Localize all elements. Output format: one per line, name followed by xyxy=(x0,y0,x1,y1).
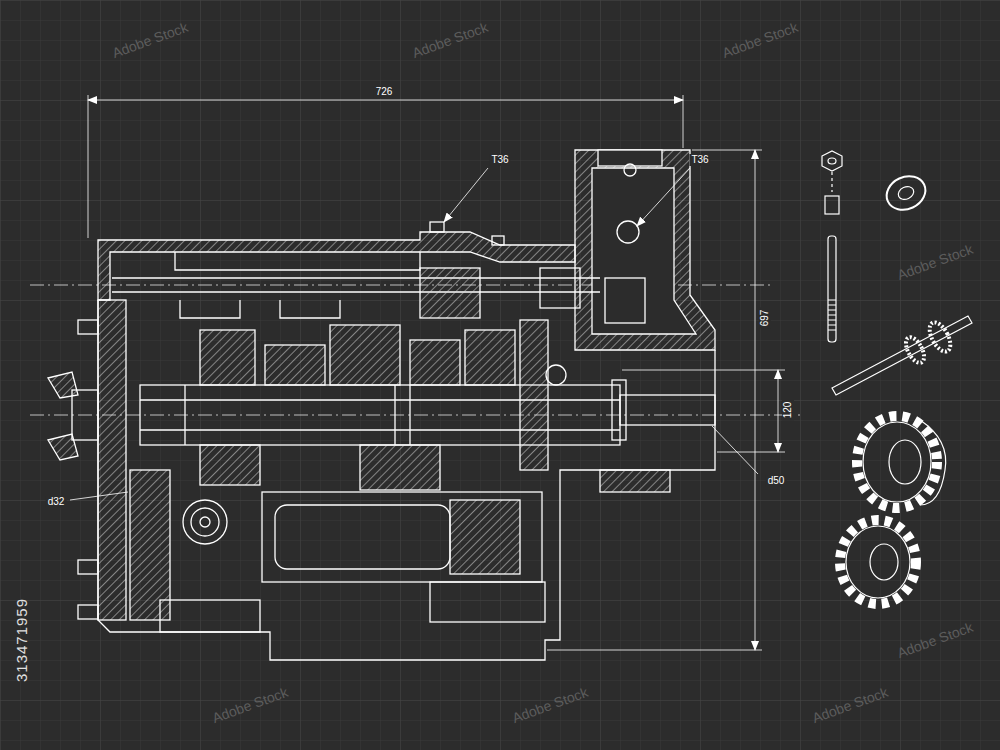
spacer xyxy=(825,196,839,214)
leader-line xyxy=(444,168,488,222)
bolt xyxy=(78,320,98,334)
gear-shaft xyxy=(832,316,972,395)
center-line xyxy=(30,415,800,416)
cover-rib xyxy=(175,252,420,270)
fork-foot xyxy=(180,300,340,318)
dimension-label: 697 xyxy=(759,308,771,329)
exploded-parts xyxy=(822,151,972,604)
bearing-ring xyxy=(546,365,566,385)
gear xyxy=(410,340,460,385)
front-wall xyxy=(98,300,126,620)
hole xyxy=(624,164,636,176)
shift-rail xyxy=(112,291,600,292)
leader-line xyxy=(712,426,758,474)
gear-teeth xyxy=(840,520,916,604)
extension-line xyxy=(683,95,684,148)
idler xyxy=(191,508,219,536)
shaft-gear xyxy=(925,319,954,355)
tower-cavity xyxy=(592,168,696,334)
thread xyxy=(828,300,836,330)
gear-teeth xyxy=(857,416,937,508)
shift-block xyxy=(605,278,645,323)
stud-bolt xyxy=(828,236,836,342)
gear xyxy=(450,500,520,574)
shift-fork xyxy=(420,268,480,318)
gear xyxy=(360,445,440,490)
dimension-label: 120 xyxy=(782,400,794,421)
bolt-head xyxy=(492,236,504,245)
output-shaft xyxy=(620,395,715,425)
shaft-line xyxy=(409,385,410,445)
shaft-line xyxy=(184,385,185,445)
hex-nut xyxy=(822,151,842,171)
shift-rail xyxy=(112,277,600,278)
bolt xyxy=(78,560,98,574)
gearbox-section xyxy=(30,150,800,660)
dimensions xyxy=(70,95,785,650)
callout-label: T36 xyxy=(689,154,710,166)
reverse-gear xyxy=(130,470,170,620)
shaft-line xyxy=(140,399,620,400)
stock-id: 313471959 xyxy=(16,596,28,684)
dimension-label: d32 xyxy=(46,496,67,508)
leader-line xyxy=(70,492,128,500)
shaft-line xyxy=(140,429,620,430)
washer-hole xyxy=(896,184,916,202)
hole xyxy=(617,221,639,243)
rear-wall xyxy=(520,320,548,470)
gear-hub xyxy=(920,420,946,505)
extension-line xyxy=(692,150,762,151)
housing-outline xyxy=(98,300,715,660)
gear xyxy=(200,330,255,385)
extension-line xyxy=(88,95,89,238)
bolt xyxy=(78,605,98,619)
flange xyxy=(600,470,670,492)
sump xyxy=(160,600,260,632)
shaft-collar xyxy=(612,380,626,440)
gear xyxy=(330,325,400,385)
idler xyxy=(183,500,227,544)
dimension-label: d50 xyxy=(766,475,787,487)
countershaft-housing xyxy=(262,492,542,582)
shift-tower xyxy=(575,150,715,350)
shaft-line xyxy=(394,385,395,445)
gear-body xyxy=(863,422,931,502)
gear-bore xyxy=(870,544,898,580)
leader-line xyxy=(637,168,690,226)
gear-bore xyxy=(889,440,921,484)
callout-label: T36 xyxy=(489,154,510,166)
idler xyxy=(200,517,210,527)
gear xyxy=(465,330,515,385)
axis-line xyxy=(831,172,832,192)
bellhousing-lug xyxy=(48,434,78,460)
rail-end xyxy=(540,268,580,308)
dimension-label: 726 xyxy=(374,86,395,98)
shaft-gear xyxy=(902,334,928,365)
extension-line xyxy=(547,650,762,651)
gear-body xyxy=(846,526,910,598)
gear xyxy=(200,445,260,485)
input-bearing xyxy=(72,390,98,440)
bellhousing-lug xyxy=(48,372,78,398)
extension-line xyxy=(717,452,785,453)
dimension-line xyxy=(88,100,683,101)
dimension-line xyxy=(755,150,756,650)
main-shaft xyxy=(140,385,620,445)
bolt-head xyxy=(430,222,444,232)
extension-line xyxy=(622,370,785,371)
top-cover xyxy=(98,232,575,300)
nut-hole xyxy=(828,158,836,164)
gear xyxy=(265,345,325,385)
dimension-line xyxy=(778,370,779,452)
countershaft xyxy=(275,505,450,569)
washer xyxy=(881,170,931,216)
sump xyxy=(430,582,545,622)
